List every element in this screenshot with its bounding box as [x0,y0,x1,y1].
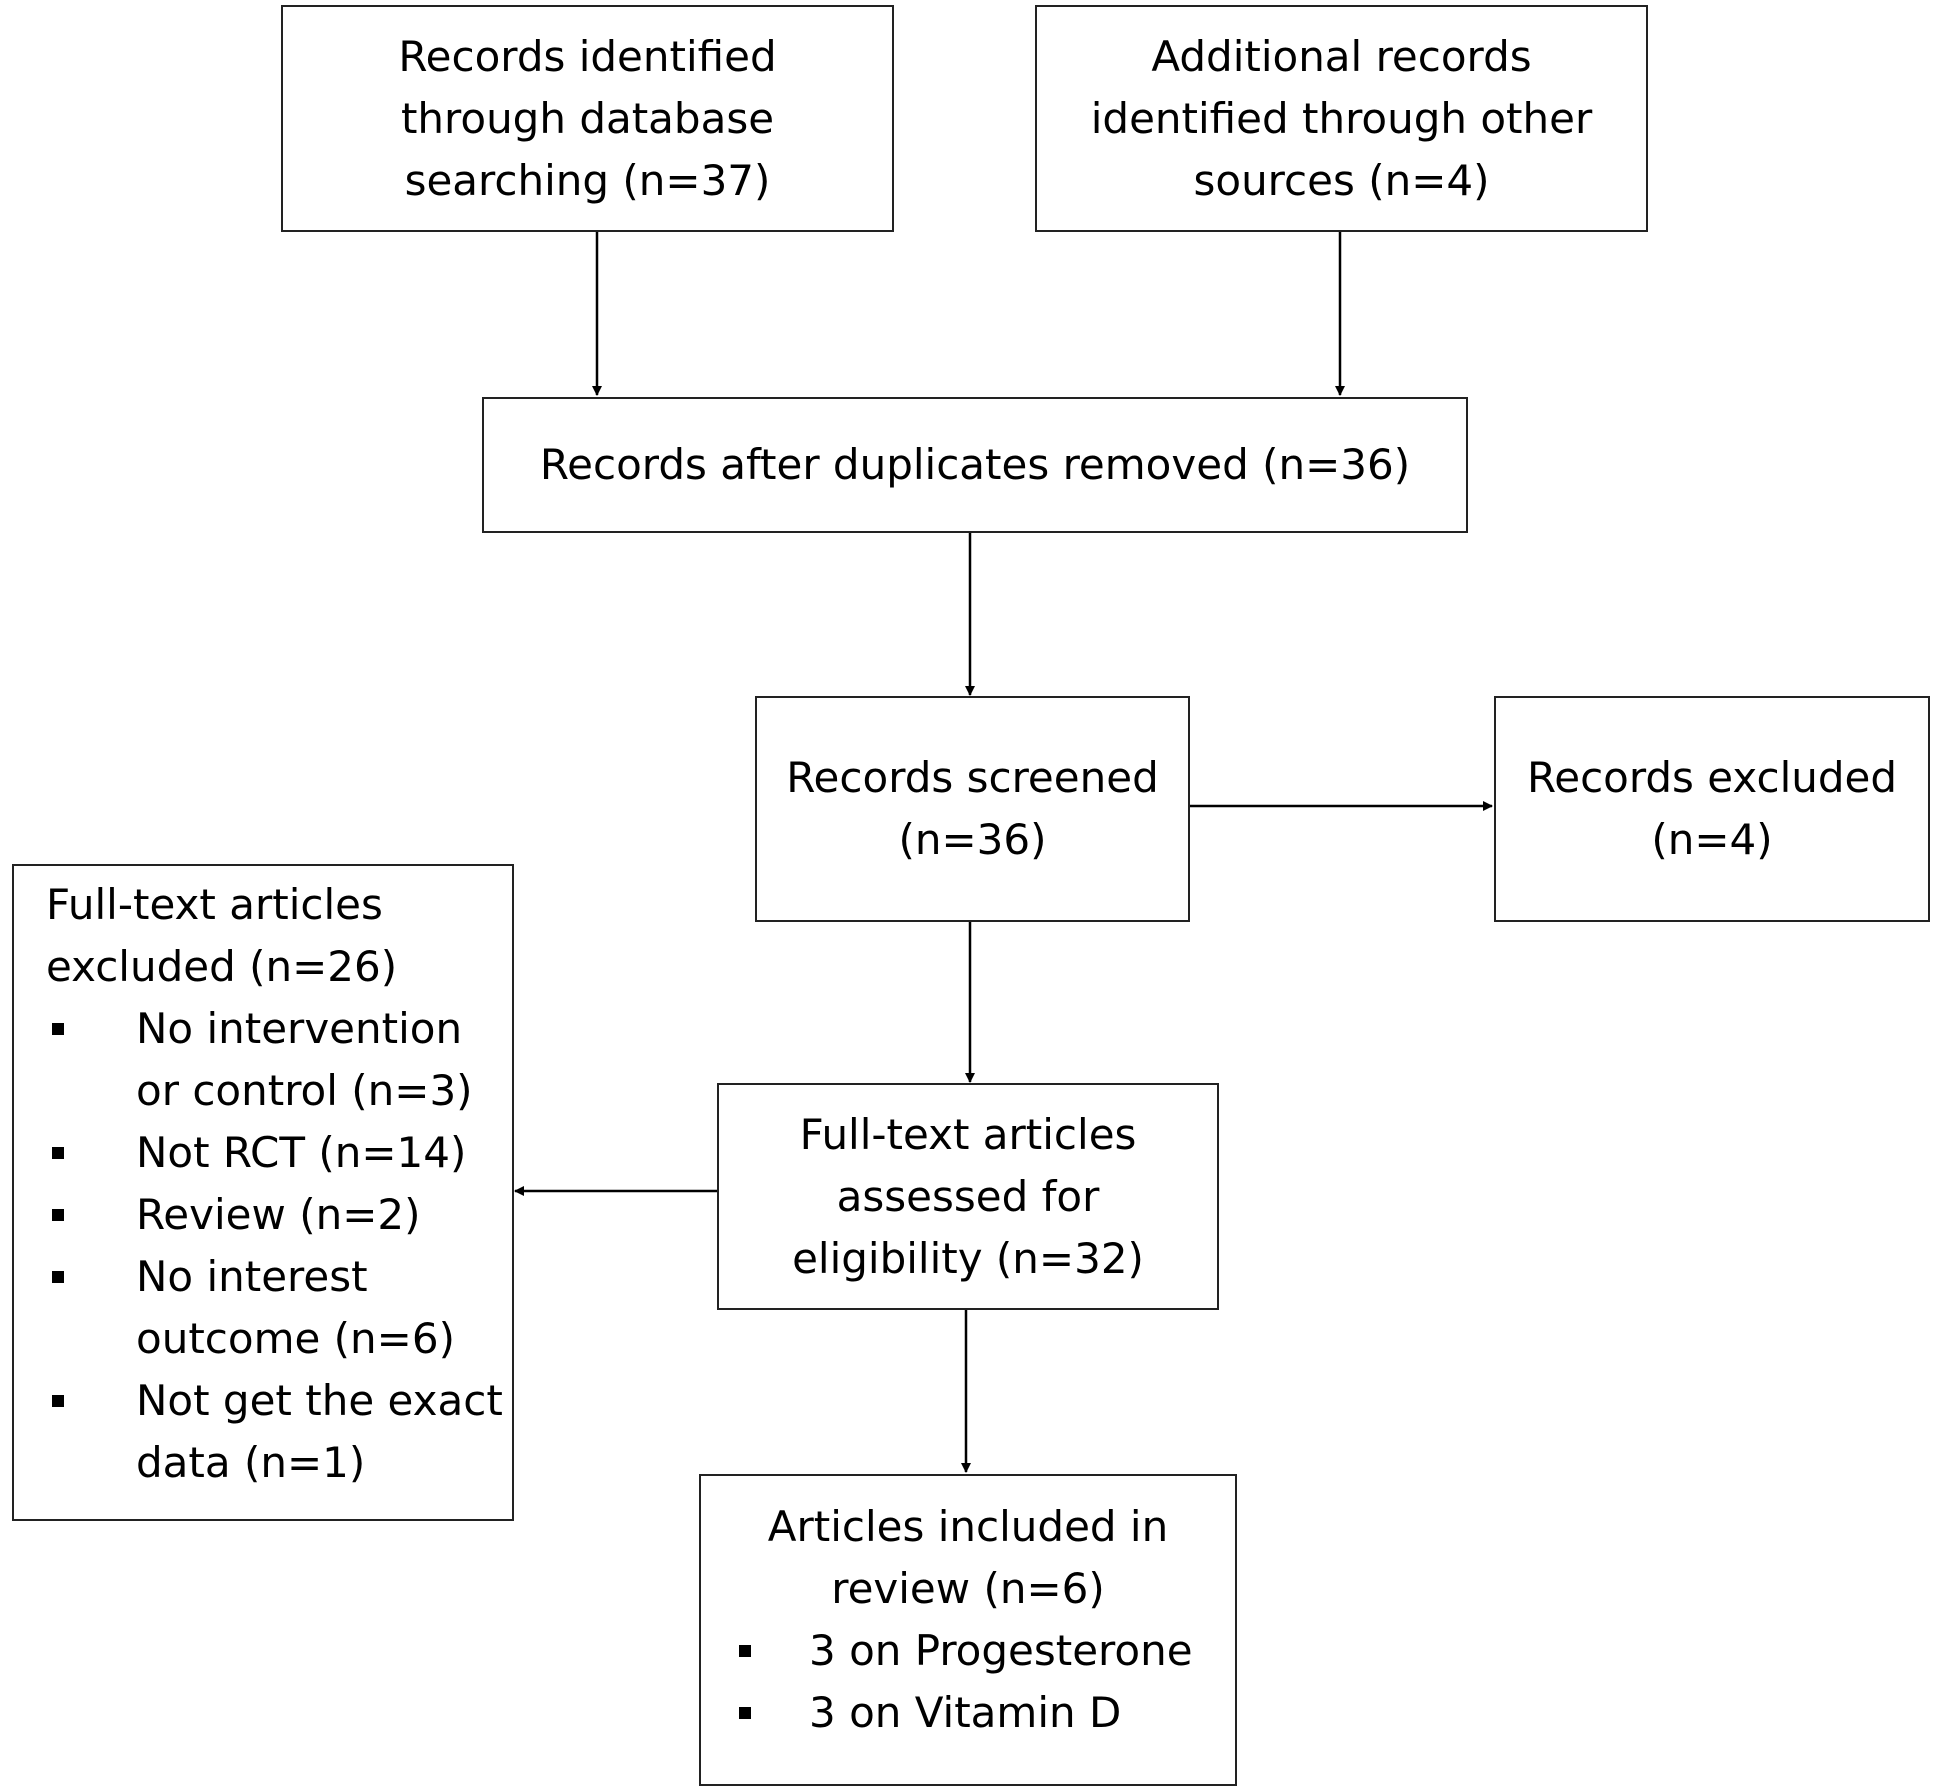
bullet-icon [52,1395,64,1407]
fulltext-assessed-box: Full-text articles assessed for eligibil… [717,1083,1219,1310]
included-items-list: 3 on Progesterone 3 on Vitamin D [701,1620,1235,1744]
records-identified-database-box: Records identified through database sear… [281,5,894,232]
records-excluded-box: Records excluded (n=4) [1494,696,1930,922]
bullet-icon [739,1645,751,1657]
reason-5-line-1: Not get the exact [136,1376,503,1425]
exclusion-reasons-list: No intervention or control (n=3) Not RCT… [46,998,512,1494]
additional-records-box: Additional records identified through ot… [1035,5,1648,232]
other-line-2: identified through other [1090,93,1593,143]
reason-1-line-2: or control (n=3) [136,1066,473,1115]
screened-line-1: Records screened [786,753,1159,802]
reason-3-line-1: Review (n=2) [136,1190,421,1239]
included-item-1: 3 on Progesterone [739,1620,1235,1682]
other-line-3: sources (n=4) [1193,155,1490,205]
exclusion-reason-1: No intervention or control (n=3) [46,998,512,1122]
screened-line-2: (n=36) [898,815,1047,864]
exclusion-reason-2: Not RCT (n=14) [46,1122,512,1184]
exclusion-reason-5: Not get the exact data (n=1) [46,1370,512,1494]
bullet-icon [52,1023,64,1035]
records-after-duplicates-box: Records after duplicates removed (n=36) [482,397,1468,533]
database-line-1: Records identified [398,31,777,81]
deduplicated-label: Records after duplicates removed (n=36) [539,440,1411,489]
reason-4-line-2: outcome (n=6) [136,1314,455,1363]
excluded-line-2: (n=4) [1651,815,1773,864]
other-line-1: Additional records [1151,31,1532,81]
included-item-1-label: 3 on Progesterone [809,1626,1193,1675]
included-heading-1: Articles included in [767,1502,1169,1551]
exclusion-reason-3: Review (n=2) [46,1184,512,1246]
fulltext-excluded-heading-2: excluded (n=26) [46,942,398,991]
assessed-line-1: Full-text articles [799,1109,1137,1159]
exclusion-reason-4: No interest outcome (n=6) [46,1246,512,1370]
included-item-2: 3 on Vitamin D [739,1682,1235,1744]
reason-1-line-1: No intervention [136,1004,463,1053]
database-line-3: searching (n=37) [404,155,771,205]
assessed-line-2: assessed for [836,1171,1100,1221]
articles-included-box: Articles included in review (n=6) 3 on P… [699,1474,1237,1786]
fulltext-excluded-heading-1: Full-text articles [46,880,383,929]
included-heading-2: review (n=6) [831,1564,1105,1613]
reason-2-line-1: Not RCT (n=14) [136,1128,467,1177]
database-line-2: through database [400,93,775,143]
bullet-icon [52,1147,64,1159]
bullet-icon [52,1271,64,1283]
assessed-line-3: eligibility (n=32) [792,1233,1144,1283]
reason-5-line-2: data (n=1) [136,1438,366,1487]
fulltext-excluded-box: Full-text articles excluded (n=26) No in… [12,864,514,1521]
excluded-line-1: Records excluded [1526,753,1898,802]
bullet-icon [739,1707,751,1719]
bullet-icon [52,1209,64,1221]
included-item-2-label: 3 on Vitamin D [809,1688,1122,1737]
records-screened-box: Records screened (n=36) [755,696,1190,922]
reason-4-line-1: No interest [136,1252,368,1301]
